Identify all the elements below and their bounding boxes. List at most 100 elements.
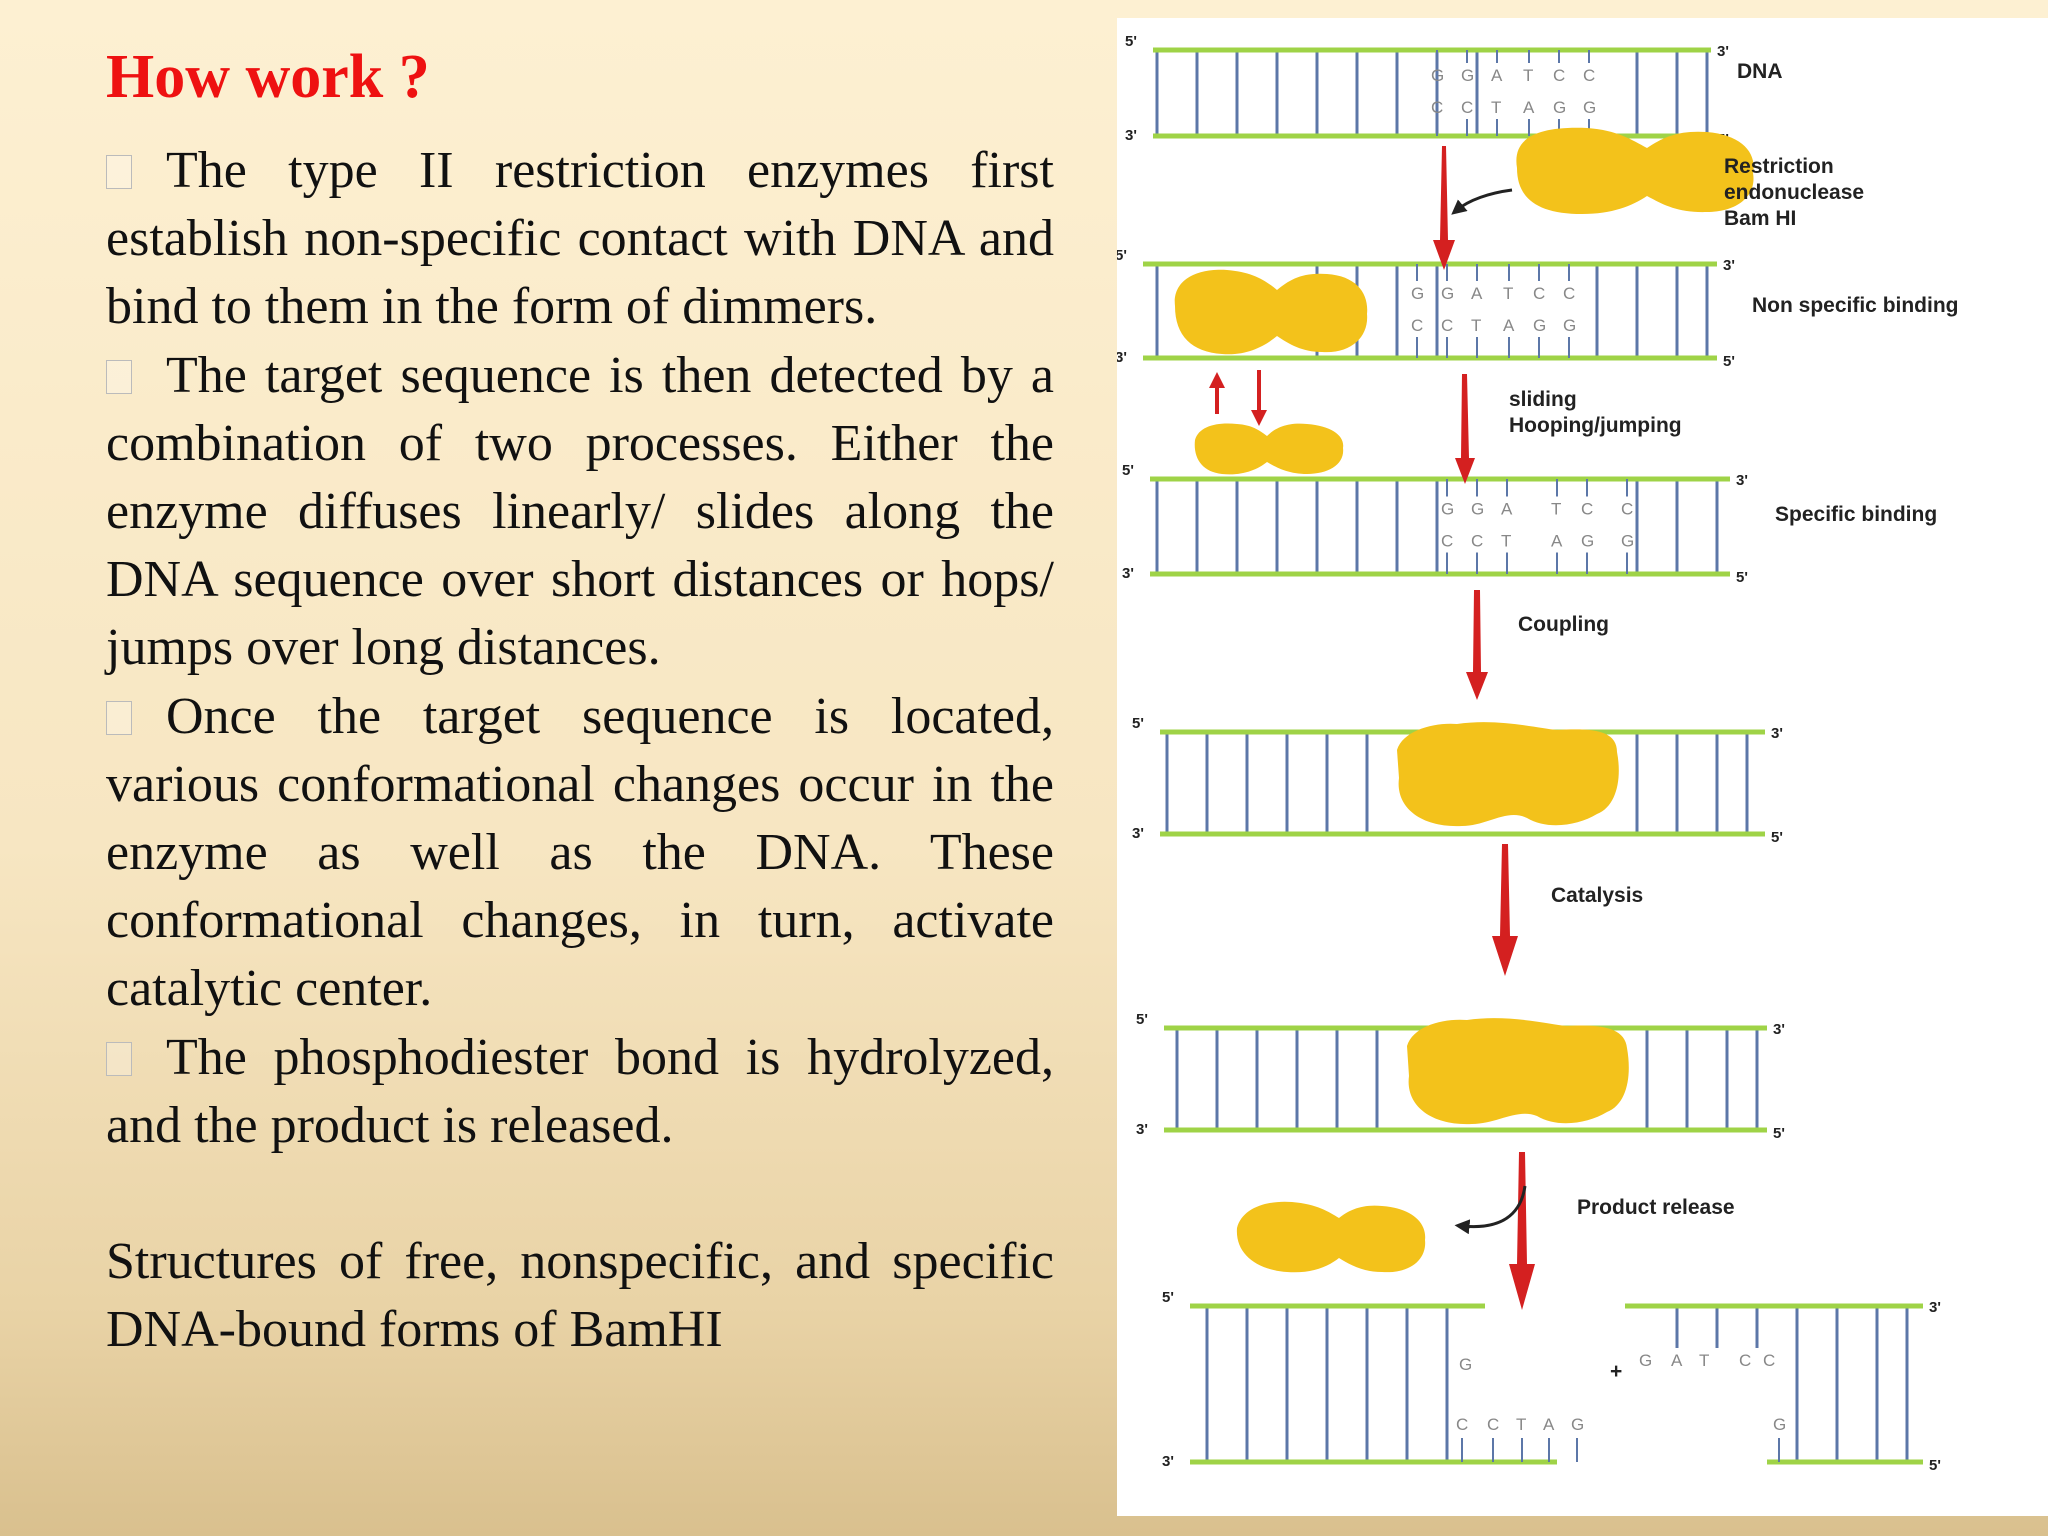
base-letter: T (1471, 316, 1481, 335)
diagram-labels: DNA Restriction endonuclease Bam HI Non … (1509, 60, 1959, 1383)
base-letter: G (1571, 1415, 1584, 1434)
base-letter: G (1621, 532, 1634, 551)
enzyme-bound-blob (1397, 722, 1619, 827)
base-letter: G (1471, 500, 1484, 519)
release-arrow (1454, 1185, 1527, 1235)
base-letter: C (1441, 532, 1453, 551)
enzyme-free-blob (1516, 127, 1754, 214)
end-label-3prime: 3' (1771, 725, 1783, 742)
base-letter: C (1763, 1351, 1775, 1370)
base-letter: G (1563, 316, 1576, 335)
base-letter: A (1501, 500, 1513, 519)
base-letter: A (1523, 98, 1535, 117)
bullet-paragraph: The type II restriction enzymes first es… (106, 137, 1054, 342)
end-label-3prime: 3' (1162, 1453, 1174, 1470)
bullet-text: The target sequence is then detected by … (106, 346, 1054, 677)
base-letter: G (1581, 532, 1594, 551)
base-letter: G (1639, 1351, 1652, 1370)
bullet-paragraph: The target sequence is then detected by … (106, 342, 1054, 683)
base-letter: G (1553, 98, 1566, 117)
base-letter: C (1487, 1415, 1499, 1434)
end-label-5prime: 5' (1136, 1011, 1148, 1028)
base-letter: C (1581, 500, 1593, 519)
end-label-3prime: 3' (1136, 1121, 1148, 1138)
base-letter: T (1516, 1415, 1526, 1434)
bamhi-mechanism-diagram: 5'3'3'5'GGATCCCCTAGG5'3'3'5'GGATCCCCTAGG… (1117, 18, 2048, 1516)
label-product-release: Product release (1577, 1196, 1735, 1219)
end-label-5prime: 5' (1132, 715, 1144, 732)
enzyme-released-blob (1236, 1201, 1426, 1273)
end-label-3prime: 3' (1125, 127, 1137, 144)
label-endonuclease: endonuclease (1724, 181, 1864, 204)
base-letter: C (1583, 66, 1595, 85)
base-letter: T (1491, 98, 1501, 117)
base-letter: C (1461, 98, 1473, 117)
arrow-down-small (1251, 370, 1267, 426)
process-arrows (1209, 146, 1535, 1310)
base-letter: C (1471, 532, 1483, 551)
base-letter: A (1551, 532, 1563, 551)
base-letter: T (1699, 1351, 1709, 1370)
bullet-box-icon (106, 359, 132, 394)
enzyme-nonspecific-blob (1174, 269, 1368, 355)
base-letter: C (1621, 500, 1633, 519)
end-label-5prime: 5' (1929, 1457, 1941, 1474)
bullet-text: The type II restriction enzymes first es… (106, 142, 1054, 336)
end-label-3prime: 3' (1717, 43, 1729, 60)
arrow-down-4 (1492, 844, 1518, 976)
arrow-down-2 (1455, 374, 1475, 484)
end-label-5prime: 5' (1736, 569, 1748, 586)
enzyme-jumping-blob (1194, 423, 1344, 475)
base-letter: A (1671, 1351, 1683, 1370)
figure-caption: Structures of free, nonspecific, and spe… (106, 1233, 1054, 1359)
base-letter: A (1491, 66, 1503, 85)
end-label-5prime: 5' (1125, 33, 1137, 50)
base-letter: A (1543, 1415, 1555, 1434)
label-restriction: Restriction (1724, 155, 1834, 178)
label-plus: + (1610, 1360, 1622, 1383)
label-coupling: Coupling (1518, 613, 1609, 636)
end-label-5prime: 5' (1117, 247, 1127, 264)
slide-body: The type II restriction enzymes first es… (106, 137, 1054, 1364)
base-letter: T (1551, 500, 1561, 519)
base-letter: A (1471, 284, 1483, 303)
base-letter: G (1773, 1415, 1786, 1434)
slide-title: How work ? (106, 43, 430, 111)
base-letter: A (1503, 316, 1515, 335)
base-letter: C (1441, 316, 1453, 335)
base-letter: G (1441, 500, 1454, 519)
binding-arrow (1451, 188, 1513, 215)
diagram-canvas: 5'3'3'5'GGATCCCCTAGG5'3'3'5'GGATCCCCTAGG… (1117, 33, 1959, 1474)
end-label-5prime: 5' (1162, 1289, 1174, 1306)
arrow-down-5 (1509, 1152, 1535, 1310)
base-letter: T (1523, 66, 1533, 85)
bullet-box-icon (106, 700, 132, 735)
arrow-down-3 (1466, 590, 1488, 700)
base-letter: T (1503, 284, 1513, 303)
bullet-text: Once the target sequence is located, var… (106, 687, 1054, 1018)
label-hopping: Hooping/jumping (1509, 414, 1682, 437)
base-letter: G (1461, 66, 1474, 85)
label-nonspecific-binding: Non specific binding (1752, 294, 1959, 317)
base-letter: C (1563, 284, 1575, 303)
bullet-box-icon (106, 155, 132, 189)
base-letter: C (1456, 1415, 1468, 1434)
base-letter: G (1583, 98, 1596, 117)
end-label-3prime: 3' (1773, 1021, 1785, 1038)
arrow-up-small (1209, 372, 1225, 414)
bullet-paragraph: The phosphodiester bond is hydrolyzed, a… (106, 1024, 1054, 1160)
base-letter: G (1459, 1355, 1472, 1374)
base-letter: G (1431, 66, 1444, 85)
enzymes (1174, 127, 1754, 1273)
enzyme-catalysis-blob (1407, 1018, 1629, 1125)
end-label-5prime: 5' (1771, 829, 1783, 846)
end-label-5prime: 5' (1723, 353, 1735, 370)
end-label-3prime: 3' (1723, 257, 1735, 274)
spacer (106, 1160, 1054, 1228)
base-letter: C (1553, 66, 1565, 85)
base-letter: C (1739, 1351, 1751, 1370)
base-letter: G (1533, 316, 1546, 335)
end-label-3prime: 3' (1117, 349, 1127, 366)
bullet-box-icon (106, 1041, 132, 1076)
end-label-3prime: 3' (1122, 565, 1134, 582)
